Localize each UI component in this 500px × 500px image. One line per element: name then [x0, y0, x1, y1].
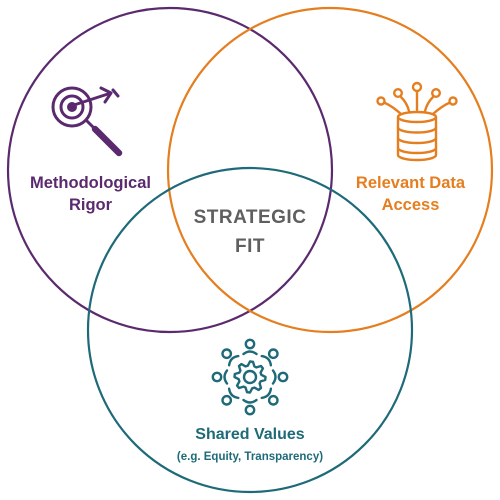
strategic-fit-label: STRATEGIC FIT — [175, 203, 325, 261]
database-network-icon — [376, 81, 458, 162]
person-head — [211, 371, 223, 383]
person-head — [244, 404, 256, 416]
person-shoulders — [242, 398, 258, 404]
relevant-data-access-label-line1: Relevant Data — [355, 174, 466, 192]
person-head — [267, 348, 279, 360]
people-gear-icon — [211, 338, 289, 416]
person-shoulders — [260, 354, 273, 367]
person-shoulders — [242, 350, 258, 356]
person-shoulders — [271, 369, 277, 385]
shared-values-circle — [86, 166, 414, 494]
relevant-data-access-label: Relevant Data Access — [338, 172, 483, 216]
person-shoulders — [227, 387, 240, 400]
person-head — [277, 371, 289, 383]
methodological-rigor-label-line2: Rigor — [68, 196, 113, 214]
relevant-data-access-label-line2: Access — [381, 196, 440, 214]
person-head — [221, 348, 233, 360]
methodological-rigor-label: Methodological Rigor — [18, 172, 163, 216]
strategic-fit-label-line1: STRATEGIC — [193, 207, 307, 228]
strategic-fit-label-line2: FIT — [235, 236, 265, 257]
person-shoulders — [227, 354, 240, 367]
person-shoulders — [260, 387, 273, 400]
methodological-rigor-circle — [6, 6, 334, 334]
shared-values-label-title: Shared Values — [195, 426, 305, 443]
person-shoulders — [223, 369, 229, 385]
shared-values-label: Shared Values — [140, 424, 360, 446]
shared-values-sublabel: (e.g. Equity, Transparency) — [140, 446, 360, 468]
shared-values-label-subtitle: (e.g. Equity, Transparency) — [176, 451, 324, 463]
relevant-data-access-circle — [166, 6, 494, 334]
person-head — [244, 338, 256, 350]
target-magnifier-icon — [51, 86, 123, 157]
person-head — [221, 394, 233, 406]
person-head — [267, 394, 279, 406]
gear-icon — [233, 360, 267, 394]
methodological-rigor-label-line1: Methodological — [30, 174, 151, 192]
